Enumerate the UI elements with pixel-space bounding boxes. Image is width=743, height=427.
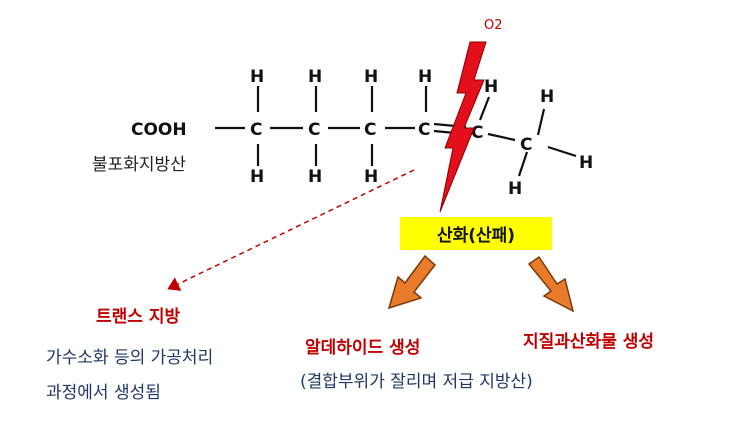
trans-fat-desc-line2: 과정에서 생성됨 (46, 383, 161, 403)
aldehyde-title: 알데하이드 생성 (305, 338, 421, 358)
carbon-atom: C (471, 123, 483, 143)
hydrogen-atom: H (579, 153, 593, 173)
hydrogen-atom: H (250, 67, 264, 87)
carbon-atom: C (364, 120, 376, 140)
carbon-atom: C (520, 135, 532, 155)
trans-fat-dashed-arrow (167, 169, 415, 291)
hydrogen-atom: H (308, 167, 322, 187)
unsaturated-fatty-acid-label: 불포화지방산 (92, 155, 186, 175)
hydrogen-atom: H (308, 67, 322, 87)
carbon-atom: C (418, 120, 430, 140)
cooh-group: COOH (131, 120, 187, 140)
aldehyde-desc: (결합부위가 잘리며 저급 지방산) (300, 372, 533, 392)
lightning-bolt-icon (439, 41, 487, 213)
aldehyde-arrow-icon (387, 254, 437, 310)
trans-fat-desc-line1: 가수소화 등의 가공처리 (46, 348, 214, 368)
hydrogen-atom: H (508, 179, 522, 199)
hydrogen-atom: H (364, 167, 378, 187)
carbon-atom: C (250, 120, 262, 140)
hydrogen-atom: H (418, 67, 432, 87)
trans-fat-title: 트랜스 지방 (96, 307, 181, 327)
chain-bonds (215, 86, 577, 177)
hydrogen-atom: H (540, 87, 554, 107)
hydrogen-atom: H (484, 77, 498, 97)
lipid-peroxide-title: 지질과산화물 생성 (523, 332, 655, 352)
peroxide-arrow-icon (527, 255, 575, 313)
oxidation-box: 산화(산패) (400, 217, 552, 250)
hydrogen-atom: H (250, 167, 264, 187)
carbon-atom: C (308, 120, 320, 140)
oxygen-label: O2 (484, 18, 503, 33)
hydrogen-atom: H (364, 67, 378, 87)
